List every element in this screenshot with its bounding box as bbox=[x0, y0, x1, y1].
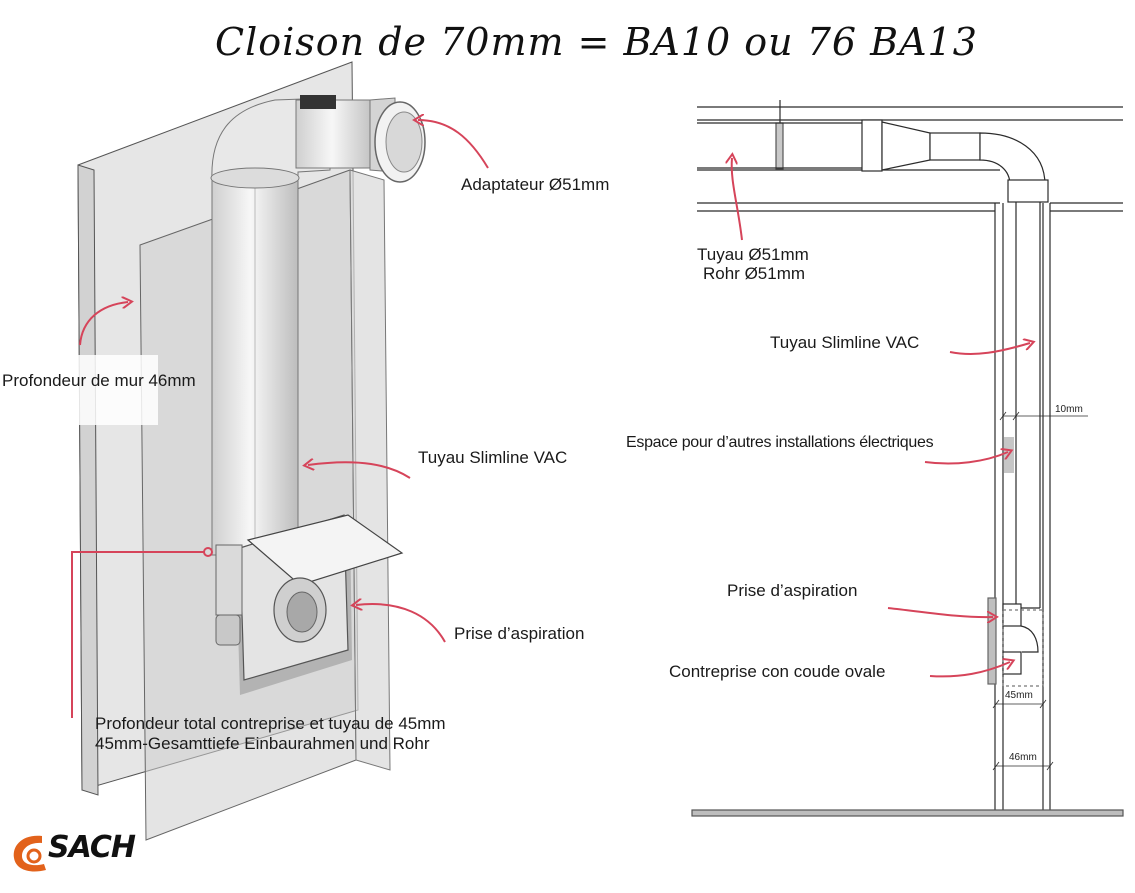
wall-illustration bbox=[71, 61, 426, 841]
arrow-slimline-left bbox=[308, 462, 411, 479]
dim-45mm: 45mm bbox=[1005, 690, 1033, 701]
pipe-coupling bbox=[210, 167, 300, 189]
dim-46mm: 46mm bbox=[1009, 752, 1037, 763]
label-slimline-right: Tuyau Slimline VAC bbox=[770, 333, 920, 352]
dim45-tick-1 bbox=[992, 699, 1000, 709]
arrow-inlet-left bbox=[356, 604, 446, 643]
dim10-tick-1 bbox=[999, 411, 1007, 421]
bracket-dashed bbox=[1002, 609, 1044, 687]
inlet-elbow-cap bbox=[215, 614, 241, 646]
arrow-adapter bbox=[418, 120, 489, 169]
label-adapter: Adaptateur Ø51mm bbox=[461, 175, 610, 194]
elbow-collar bbox=[1007, 179, 1049, 203]
wall-panel-back-edge bbox=[77, 164, 99, 796]
label-inlet-right: Prise d’aspiration bbox=[727, 581, 858, 600]
label-wall-depth: Profondeur de mur 46mm bbox=[2, 371, 196, 390]
wall-label-band bbox=[0, 355, 158, 425]
dim46-tick-1 bbox=[992, 761, 1000, 771]
hanger bbox=[775, 122, 784, 170]
total-depth-leader bbox=[71, 551, 204, 718]
floor bbox=[691, 809, 1124, 817]
label-bracket: Contreprise con coude ovale bbox=[669, 662, 886, 681]
hpipe-slim bbox=[929, 132, 981, 161]
hpipe-coupling bbox=[861, 119, 883, 172]
dim46-tick-2 bbox=[1046, 761, 1054, 771]
dim45-tick-2 bbox=[1039, 699, 1047, 709]
inlet-body bbox=[1002, 603, 1022, 627]
label-electrical-space: Espace pour d’autres installations élect… bbox=[626, 434, 934, 451]
inlet-plate bbox=[987, 597, 997, 685]
arrow-inlet-right bbox=[887, 607, 993, 617]
wall-panel-front-right bbox=[349, 169, 391, 771]
dim10-tick-2 bbox=[1012, 411, 1020, 421]
label-total-depth-de: 45mm-Gesamttiefe Einbaurahmen und Rohr bbox=[95, 734, 430, 753]
inlet-port-inner bbox=[286, 591, 318, 633]
diagram-title: Cloison de 70mm = BA10 ou 76 BA13 bbox=[215, 20, 978, 64]
pipe-horizontal bbox=[295, 99, 377, 169]
inlet-elbow-fitting bbox=[215, 544, 243, 616]
hpipe-reducer bbox=[881, 121, 931, 171]
inlet-elbow bbox=[1020, 625, 1039, 653]
electrical-space bbox=[1004, 437, 1014, 473]
arrow-electrical bbox=[924, 452, 1008, 465]
arrow-pipe-51 bbox=[732, 158, 743, 241]
cross-section bbox=[691, 100, 1124, 817]
pipe-label-band bbox=[300, 95, 336, 109]
arrow-wall-depth bbox=[79, 302, 128, 346]
label-pipe-fr: Tuyau Ø51mm bbox=[697, 245, 809, 264]
dim-10mm: 10mm bbox=[1055, 404, 1083, 415]
label-inlet-left: Prise d’aspiration bbox=[454, 624, 585, 643]
arrow-bracket bbox=[929, 662, 1010, 678]
label-slimline-left: Tuyau Slimline VAC bbox=[418, 448, 568, 467]
adapter-opening-inner bbox=[385, 111, 423, 173]
arrow-slimline-right bbox=[949, 343, 1030, 355]
inlet-lid bbox=[246, 514, 404, 586]
label-pipe-de: Rohr Ø51mm bbox=[703, 264, 806, 283]
sach-logo-icon bbox=[13, 835, 46, 872]
label-total-depth-fr: Profondeur total contreprise et tuyau de… bbox=[95, 714, 446, 733]
logo-text: SACH bbox=[48, 830, 136, 865]
